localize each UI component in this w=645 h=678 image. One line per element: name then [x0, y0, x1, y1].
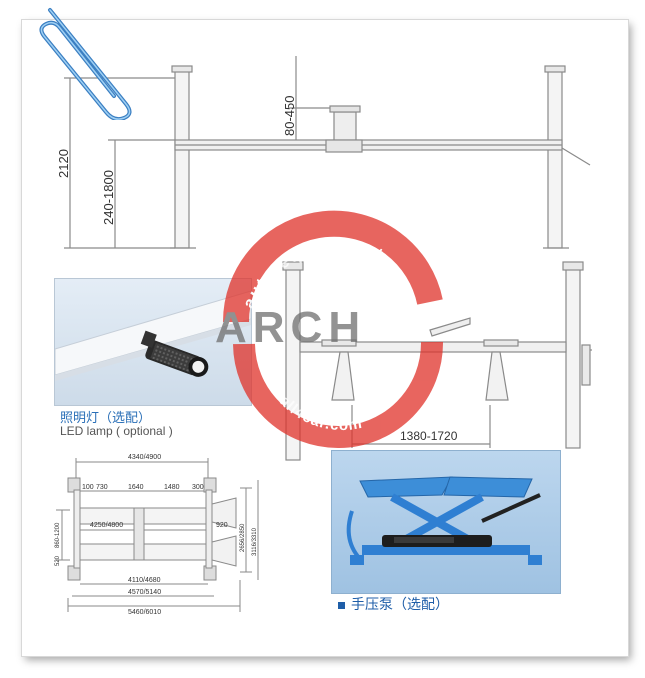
plan-dim-left-small: 520 [55, 555, 61, 566]
dim-height-total: 2120 [56, 149, 71, 178]
plan-dim-right-a: 2656/2850 [240, 523, 246, 552]
dim-jack-range: 80-450 [282, 96, 297, 136]
pump-caption-text: 手压泵（选配） [351, 597, 449, 613]
plan-dim-300: 300 [192, 484, 204, 491]
plan-dim-5460: 5460/6010 [128, 609, 161, 616]
plan-view [56, 458, 259, 612]
plan-dim-100: 100 [82, 484, 94, 491]
plan-dim-4110: 4110/4680 [128, 577, 161, 584]
hand-pump-photo [331, 450, 561, 594]
bullet-square-icon [338, 601, 345, 609]
lamp-caption-en: LED lamp ( optional ) [60, 424, 173, 438]
led-lamp-photo [54, 278, 252, 406]
paperclip-icon [39, 8, 132, 120]
lamp-caption-cn: 照明灯（选配） [60, 411, 152, 426]
plan-dim-4570: 4570/5140 [128, 589, 161, 596]
side-elevation-view [64, 56, 591, 249]
pump-caption: 手压泵（选配） [338, 594, 449, 614]
dim-height-range: 240-1800 [101, 170, 116, 225]
plan-dim-730: 730 [96, 484, 108, 491]
plan-dim-right-b: 3116/3310 [252, 527, 258, 556]
plan-dim-1640: 1640 [128, 484, 144, 491]
plan-dim-920: 920 [216, 522, 228, 529]
plan-dim-1480: 1480 [164, 484, 180, 491]
plan-dim-runway: 4250/4800 [90, 522, 123, 529]
plan-dim-overall: 4340/4900 [128, 454, 161, 461]
plan-dim-left-range: 860-1200 [55, 522, 61, 548]
dim-width-range: 1380-1720 [400, 429, 458, 443]
